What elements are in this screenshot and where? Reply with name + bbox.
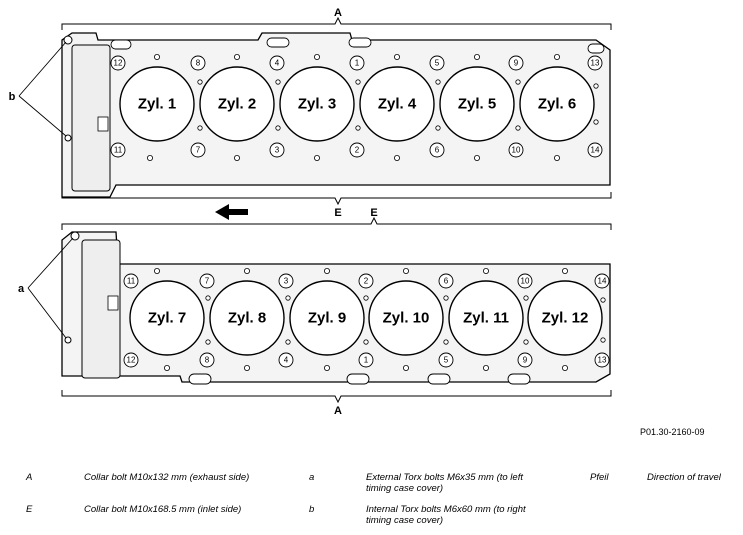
lower-bolt-top-7: 14	[598, 277, 607, 286]
lower-bolt-bottom-4: 1	[364, 356, 369, 365]
upper-bolt-top-3: 4	[275, 59, 280, 68]
legend-text-a-lower: External Torx bolts M6x35 mm (to left	[366, 472, 523, 483]
upper-bolt-bottom-4: 2	[355, 146, 360, 155]
direction-arrow-icon	[215, 204, 248, 220]
legend-key-e: E	[26, 504, 33, 515]
upper-bolt-top-4: 1	[355, 59, 360, 68]
lower-bolt-top-2: 7	[205, 277, 210, 286]
cylinder-3-label: Zyl. 3	[298, 96, 336, 113]
lower-bolt-bottom-1: 12	[127, 356, 136, 365]
lower-bolt-top-6: 10	[521, 277, 530, 286]
upper-dowel-bottom	[64, 134, 72, 142]
legend-text-e: Collar bolt M10x168.5 mm (inlet side)	[84, 504, 242, 515]
upper-bolt-bottom-7: 14	[591, 146, 600, 155]
legend-text-b: Internal Torx bolts M6x60 mm (to right	[366, 504, 526, 515]
upper-small-holes	[146, 54, 599, 161]
upper-bolt-top-2: 8	[196, 59, 201, 68]
lower-label-a-side: a	[18, 283, 25, 295]
cylinder-11-label: Zyl. 11	[463, 310, 509, 327]
lower-bolt-bottom-6: 9	[523, 356, 528, 365]
legend-text-a-upper: Collar bolt M10x132 mm (exhaust side)	[84, 472, 250, 483]
upper-label-e: E	[334, 207, 341, 219]
lower-bolt-top-1: 11	[127, 277, 136, 286]
cylinder-head-gasket-diagram: A Zyl. 1 Zyl. 2 Zyl. 3 Zyl. 4 Zyl. 5 Z	[9, 7, 612, 417]
legend-text-pfeil: Direction of travel	[647, 472, 721, 483]
cylinder-3-bore	[279, 66, 355, 142]
lower-label-e: E	[370, 207, 377, 219]
cylinder-5-bore	[439, 66, 515, 142]
legend-key-pfeil: Pfeil	[590, 472, 609, 483]
figure-id: P01.30-2160-09	[640, 427, 705, 437]
cylinder-6-bore	[519, 66, 595, 142]
legend-key-a-lower: a	[309, 472, 315, 483]
lower-bolt-top-4: 2	[364, 277, 369, 286]
lower-oil-slots	[188, 373, 531, 385]
upper-bolt-top-1: 12	[114, 59, 123, 68]
cylinder-10-bore	[368, 280, 444, 356]
lower-end-plate	[81, 239, 121, 379]
cylinder-2-label: Zyl. 2	[218, 96, 256, 113]
cylinder-7-bore	[129, 280, 205, 356]
lower-bolt-bottom-5: 5	[444, 356, 449, 365]
upper-brace-e	[61, 192, 612, 206]
lower-gasket: E Zyl. 7 Zyl. 8 Zyl. 9 Zyl. 10 Zyl. 11 Z…	[18, 207, 612, 417]
cylinder-12-label: Zyl. 12	[542, 310, 589, 327]
cylinder-5-label: Zyl. 5	[458, 96, 496, 113]
cylinder-8-label: Zyl. 8	[228, 310, 266, 327]
cylinder-9-bore	[289, 280, 365, 356]
cylinder-2-bore	[199, 66, 275, 142]
lower-bolt-top-3: 3	[284, 277, 289, 286]
lower-brace-a	[61, 390, 612, 404]
upper-label-a: A	[334, 7, 342, 19]
cylinder-10-label: Zyl. 10	[383, 310, 430, 327]
lower-dowel-bottom	[64, 336, 72, 344]
upper-cylinder-bores	[119, 66, 595, 142]
upper-end-slot	[97, 116, 109, 132]
upper-gasket: A Zyl. 1 Zyl. 2 Zyl. 3 Zyl. 4 Zyl. 5 Z	[9, 7, 612, 219]
upper-bolt-top-5: 5	[435, 59, 440, 68]
upper-leader-b	[18, 41, 67, 137]
upper-oil-slots	[110, 37, 605, 54]
legend-key-b: b	[309, 504, 315, 515]
upper-bolt-bottom-5: 6	[435, 146, 440, 155]
lower-bolt-bottom-3: 4	[284, 356, 289, 365]
upper-bolt-bottom-1: 11	[114, 146, 123, 155]
cylinder-1-label: Zyl. 1	[138, 96, 176, 113]
cylinder-6-label: Zyl. 6	[538, 96, 576, 113]
upper-label-b: b	[9, 91, 16, 103]
legend-text-a-lower-2: timing case cover)	[366, 483, 444, 494]
legend-text-b-2: timing case cover)	[366, 515, 444, 526]
upper-bolt-top-7: 13	[591, 59, 600, 68]
lower-bolt-bottom-7: 13	[598, 356, 607, 365]
lower-bolt-top-5: 6	[444, 277, 449, 286]
lower-small-holes	[153, 267, 606, 371]
lower-leader-a	[27, 237, 74, 339]
cylinder-7-label: Zyl. 7	[148, 310, 186, 327]
lower-bolt-bottom-2: 8	[205, 356, 210, 365]
cylinder-9-label: Zyl. 9	[308, 310, 346, 327]
lower-end-slot	[107, 295, 119, 311]
upper-bolt-top-6: 9	[514, 59, 519, 68]
cylinder-4-label: Zyl. 4	[378, 96, 417, 113]
upper-brace-a	[61, 16, 612, 30]
cylinder-8-bore	[209, 280, 285, 356]
cylinder-4-bore	[359, 66, 435, 142]
lower-brace-e	[61, 216, 612, 230]
upper-bolt-bottom-2: 7	[196, 146, 201, 155]
upper-bolt-bottom-6: 10	[512, 146, 521, 155]
legend-key-a-upper: A	[26, 472, 33, 483]
lower-label-a: A	[334, 405, 342, 417]
cylinder-12-bore	[527, 280, 603, 356]
lower-cylinder-bores	[129, 280, 603, 356]
cylinder-1-bore	[119, 66, 195, 142]
cylinder-11-bore	[448, 280, 524, 356]
upper-end-plate	[71, 44, 111, 192]
upper-bolt-bottom-3: 3	[275, 146, 280, 155]
